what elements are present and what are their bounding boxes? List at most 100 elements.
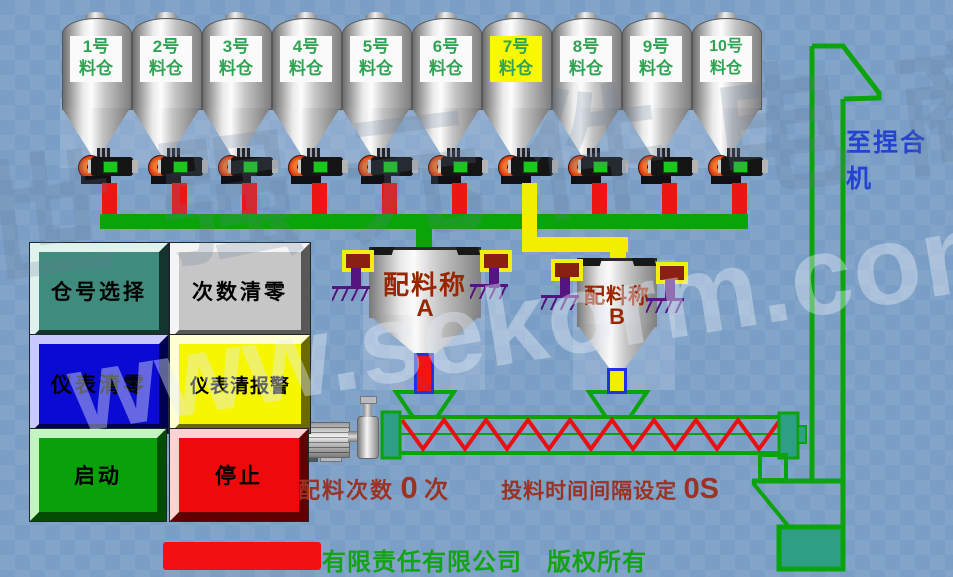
copyright-text: 版权所有 xyxy=(547,549,647,576)
conveyor-end-nub xyxy=(797,425,807,444)
footer-bar: 有限责任有限公司 版权所有 xyxy=(0,540,953,576)
valve-cap xyxy=(272,160,278,173)
ground-symbol-icon xyxy=(332,286,370,301)
silo-4: 4号料仓 xyxy=(271,8,348,220)
silo-top-cap xyxy=(85,12,107,21)
button-label: 仓号选择 xyxy=(51,281,147,304)
start-button[interactable]: 启动 xyxy=(30,429,166,521)
valve-cap xyxy=(622,160,628,173)
button-label: 启动 xyxy=(74,465,122,488)
button-label: 仪表清零 xyxy=(51,374,147,397)
hopper-body xyxy=(369,247,481,318)
valve-cap xyxy=(648,160,653,173)
silo-top-cap xyxy=(505,12,527,21)
stop-button[interactable]: 停止 xyxy=(170,429,308,521)
feed-pipe xyxy=(172,183,187,216)
valve-cap xyxy=(438,160,443,173)
valve-indicator xyxy=(733,161,748,173)
batch-count-unit: 次 xyxy=(424,477,449,504)
batch-count-value: 0 xyxy=(400,470,418,505)
vent-pipe xyxy=(363,400,372,417)
valve-pedestal xyxy=(641,176,671,184)
silo-label: 2号料仓 xyxy=(140,36,192,82)
button-label: 次数清零 xyxy=(192,281,288,304)
loadcell-post xyxy=(665,280,675,300)
hopper-name: 配料称 xyxy=(382,270,467,300)
valve-motor-icon xyxy=(447,148,460,157)
silo-label: 3号料仓 xyxy=(210,36,262,82)
meter-alarm-clear-button[interactable]: 仪表清报警 xyxy=(170,335,310,433)
conveyor-right-cap xyxy=(777,411,800,460)
vent-pipe-cap xyxy=(360,396,377,404)
bin-select-button[interactable]: 仓号选择 xyxy=(30,243,168,339)
silo-label: 6号料仓 xyxy=(420,36,472,82)
counters-row: 配料次数 0 次 投料时间间隔设定 0S xyxy=(298,470,721,506)
screw-flight-zigzag xyxy=(400,416,782,453)
silo-top-cap xyxy=(715,12,737,21)
valve-motor-icon xyxy=(587,148,600,157)
silo-top-cap xyxy=(155,12,177,21)
main-collecting-pipe xyxy=(100,214,748,229)
silo-label: 8号料仓 xyxy=(560,36,612,82)
valve-cap xyxy=(342,160,348,173)
motor-shaft xyxy=(348,431,357,442)
silo-top-cap xyxy=(645,12,667,21)
count-reset-button[interactable]: 次数清零 xyxy=(170,243,310,339)
valve-indicator xyxy=(313,161,328,173)
loadcell-post xyxy=(560,277,570,297)
hopper-a-discharge-pipe xyxy=(414,353,434,394)
silo-label: 9号料仓 xyxy=(630,36,682,82)
hopper-a-funnel xyxy=(392,390,458,419)
meter-zero-button[interactable]: 仪表清零 xyxy=(30,335,168,433)
valve-indicator xyxy=(173,161,188,173)
valve-cap xyxy=(718,160,723,173)
valve-cap xyxy=(88,160,93,173)
feed-pipe xyxy=(662,183,677,216)
valve-indicator xyxy=(103,161,118,173)
valve-cap xyxy=(482,160,488,173)
valve-pedestal xyxy=(221,176,251,184)
hopper-body xyxy=(577,258,657,327)
valve-cap xyxy=(578,160,583,173)
batch-count-label: 配料次数 xyxy=(298,478,395,503)
silo-top-cap xyxy=(435,12,457,21)
valve-cap xyxy=(298,160,303,173)
valve-indicator xyxy=(453,161,468,173)
valve-cap xyxy=(158,160,163,173)
feed-pipe xyxy=(102,183,117,216)
active-route-vertical-2 xyxy=(610,237,626,263)
silo-label: 1号料仓 xyxy=(70,36,122,82)
feed-pipe xyxy=(452,183,467,216)
elevator-top-spout xyxy=(812,43,882,102)
valve-cap xyxy=(552,160,558,173)
interval-label: 投料时间间隔设定 xyxy=(501,480,678,503)
hopper-name: 配料称 xyxy=(584,285,650,308)
hopper-a-inlet-pipe xyxy=(416,229,432,251)
valve-pedestal xyxy=(361,176,391,184)
elevator-boot-box xyxy=(776,524,846,572)
silo-3: 3号料仓 xyxy=(201,8,278,220)
valve-cap xyxy=(508,160,513,173)
valve-cap xyxy=(692,160,698,173)
valve-motor-icon xyxy=(727,148,740,157)
valve-indicator xyxy=(593,161,608,173)
valve-motor-icon xyxy=(307,148,320,157)
silo-2: 2号料仓 xyxy=(131,8,208,220)
silo-top-cap xyxy=(575,12,597,21)
feed-pipe xyxy=(242,183,257,216)
valve-cap xyxy=(762,160,768,173)
silo-5: 5号料仓 xyxy=(341,8,418,220)
valve-cap xyxy=(228,160,233,173)
button-label: 停止 xyxy=(215,465,263,488)
conveyor-left-cap xyxy=(380,410,402,460)
boot-funnel-diagonal xyxy=(751,481,791,529)
feed-pipe xyxy=(382,183,397,216)
silo-1: 1号料仓 xyxy=(61,8,138,220)
valve-indicator xyxy=(523,161,538,173)
valve-indicator xyxy=(663,161,678,173)
silo-top-cap xyxy=(295,12,317,21)
silo-label: 4号料仓 xyxy=(280,36,332,82)
weigh-hopper-b: 配料称 B xyxy=(577,258,657,370)
